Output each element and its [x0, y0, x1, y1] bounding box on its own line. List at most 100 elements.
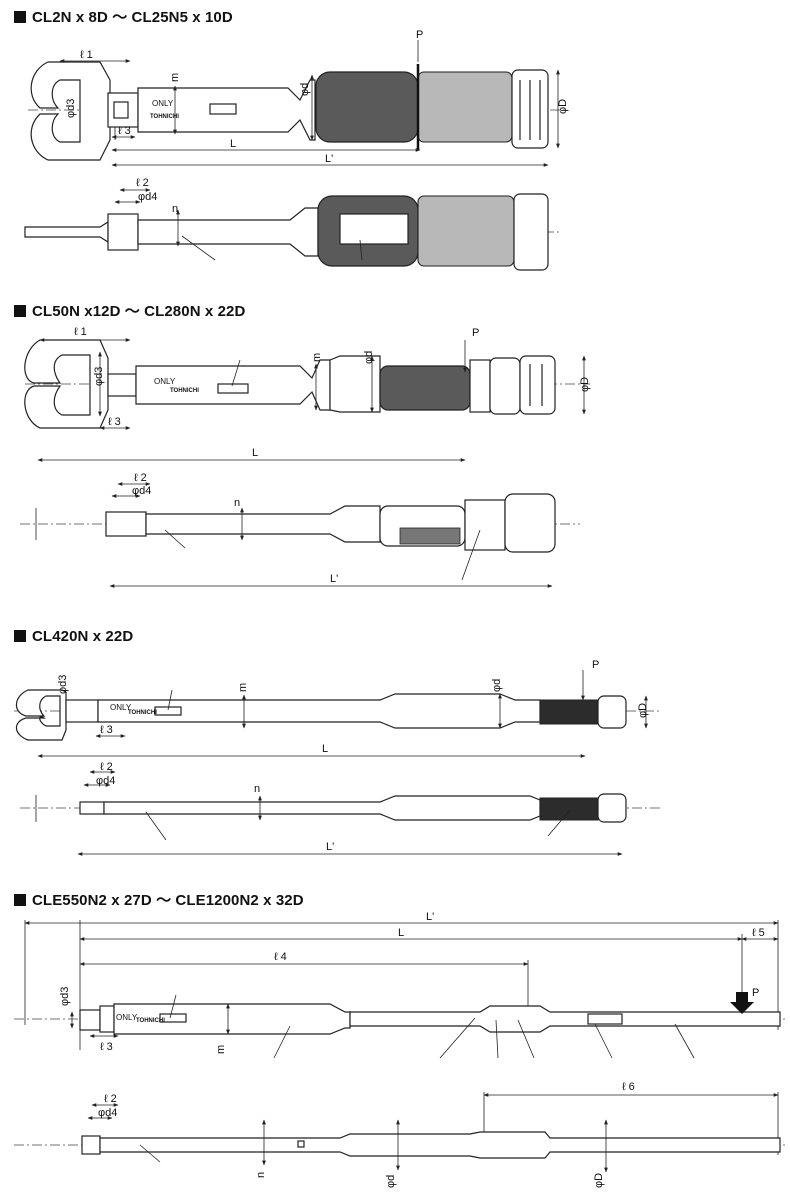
label-phi-d: φd: [491, 679, 503, 692]
label-P: P: [592, 659, 599, 671]
head-block: [107, 373, 137, 397]
end-cap: [597, 695, 627, 729]
label-phi-D: φD: [637, 703, 649, 718]
scale-window: [209, 103, 237, 115]
shaft: [103, 795, 541, 821]
square-bullet-icon: [14, 305, 26, 317]
label-m: m: [237, 683, 249, 692]
grip-light: [417, 71, 513, 143]
scale-window: [217, 383, 249, 394]
title-text: CLE550N2 x 27D ～ CLE1200N2 x 32D: [32, 892, 304, 909]
label-l2: ℓ 2: [100, 761, 113, 773]
section-title-2: CL50N x12D ～ CL280N x 22D: [14, 300, 245, 321]
grip-texture: [399, 527, 461, 545]
grip-dark: [315, 71, 419, 143]
label-n: n: [254, 783, 260, 795]
section-title-3: CL420N x 22D: [14, 628, 133, 645]
section-1-top-view: [24, 188, 560, 271]
section-3-side-view: [14, 670, 660, 758]
scale-window: [154, 706, 182, 716]
title-text: CL420N x 22D: [32, 628, 134, 645]
label-l3: ℓ 3: [118, 125, 131, 137]
title-text: CL2N x 8D ～ CL25N5 x 10D: [32, 9, 233, 26]
label-phi-d3: φd3: [93, 367, 105, 386]
shaft: [145, 505, 381, 543]
head-block: [105, 511, 147, 537]
label-m: m: [215, 1045, 227, 1054]
grip-collar: [464, 499, 506, 551]
label-m: m: [169, 73, 181, 82]
label-L: L: [252, 447, 258, 459]
section-2-side-view: [24, 338, 590, 462]
section-title-4: CLE550N2 x 27D ～ CLE1200N2 x 32D: [14, 889, 304, 910]
label-phi-d4: φd4: [96, 775, 115, 787]
open-end-head: [30, 61, 111, 161]
shaft: [137, 207, 319, 257]
section-title-1: CL2N x 8D ～ CL25N5 x 10D: [14, 6, 233, 27]
end-cap: [513, 193, 549, 271]
grip-knurl: [539, 699, 599, 725]
label-L: L: [398, 927, 404, 939]
grip-knurl: [539, 797, 599, 821]
head: [79, 1009, 101, 1031]
scale-panel: [339, 213, 409, 245]
label-l1: ℓ 1: [80, 49, 93, 61]
label-n: n: [172, 203, 178, 215]
label-l4: ℓ 4: [274, 951, 287, 963]
print-brand: TOHNICHI: [170, 388, 199, 394]
head-pin: [113, 101, 129, 119]
label-L-prime: L': [326, 841, 334, 853]
label-phi-d: φd: [299, 83, 311, 96]
square-bullet-icon: [14, 11, 26, 23]
label-phi-d: φd: [363, 351, 375, 364]
square-bullet-icon: [14, 894, 26, 906]
label-phi-d3: φd3: [65, 99, 77, 118]
extension-tube: [349, 1005, 781, 1033]
print-only: ONLY: [110, 703, 132, 712]
label-phi-d: φd: [385, 1175, 397, 1188]
label-l3: ℓ 3: [100, 724, 113, 736]
grip-dark: [379, 365, 471, 411]
grip-end: [489, 357, 521, 415]
head-collar: [99, 1005, 115, 1033]
marker: [297, 1140, 305, 1148]
label-P: P: [752, 987, 759, 999]
print-only: ONLY: [154, 377, 176, 386]
label-l2: ℓ 2: [104, 1093, 117, 1105]
print-only: ONLY: [116, 1013, 138, 1022]
label-m: m: [311, 353, 323, 362]
label-l3: ℓ 3: [100, 1041, 113, 1053]
label-l5: ℓ 5: [752, 927, 765, 939]
title-text: CL50N x12D ～ CL280N x 22D: [32, 303, 246, 320]
load-point-arrow: [730, 992, 754, 1014]
open-end-head: [15, 689, 67, 741]
head-block: [79, 801, 105, 815]
label-phi-D: φD: [593, 1173, 605, 1188]
shaft: [113, 1003, 351, 1035]
label-l3: ℓ 3: [108, 416, 121, 428]
label-n: n: [255, 1172, 267, 1178]
neck: [329, 355, 381, 413]
print-brand: TOHNICHI: [136, 1018, 165, 1024]
label-L: L: [230, 138, 236, 150]
label-l1: ℓ 1: [74, 326, 87, 338]
label-l6: ℓ 6: [622, 1081, 635, 1093]
label-P: P: [416, 29, 423, 41]
label-P: P: [472, 327, 479, 339]
head: [81, 1135, 101, 1155]
head-block: [65, 699, 99, 723]
label-l2: ℓ 2: [134, 472, 147, 484]
grip-light: [417, 195, 515, 267]
print-only: ONLY: [152, 99, 174, 108]
shaft: [99, 1131, 781, 1159]
label-phi-d3: φd3: [57, 675, 69, 694]
slide: [587, 1013, 623, 1025]
end-cap: [504, 493, 556, 553]
label-L-prime: L': [330, 573, 338, 585]
label-L-prime: L': [325, 153, 333, 165]
section-1-side-view: [28, 40, 565, 167]
end-cap: [519, 355, 556, 415]
print-brand: TOHNICHI: [128, 710, 157, 716]
scale-window: [159, 1013, 187, 1023]
